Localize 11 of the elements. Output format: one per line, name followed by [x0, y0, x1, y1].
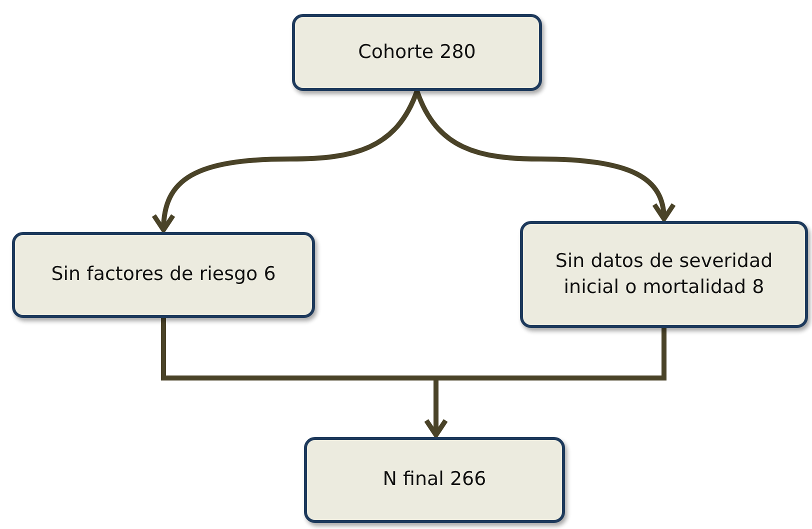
- process-box: [520, 221, 808, 328]
- connector-arrow: [414, 90, 675, 222]
- process-box: [12, 232, 315, 318]
- box-label: Sin datos de severidad inicial o mortalidad 8: [554, 248, 774, 300]
- box-label: Cohorte 280: [358, 40, 476, 65]
- connector-arrow: [152, 90, 420, 232]
- process-box: [304, 437, 565, 523]
- connector-arrow: [424, 328, 666, 438]
- box-label: N final 266: [382, 467, 486, 492]
- process-box: [292, 14, 542, 91]
- box-label: Sin factores de riesgo 6: [51, 262, 276, 288]
